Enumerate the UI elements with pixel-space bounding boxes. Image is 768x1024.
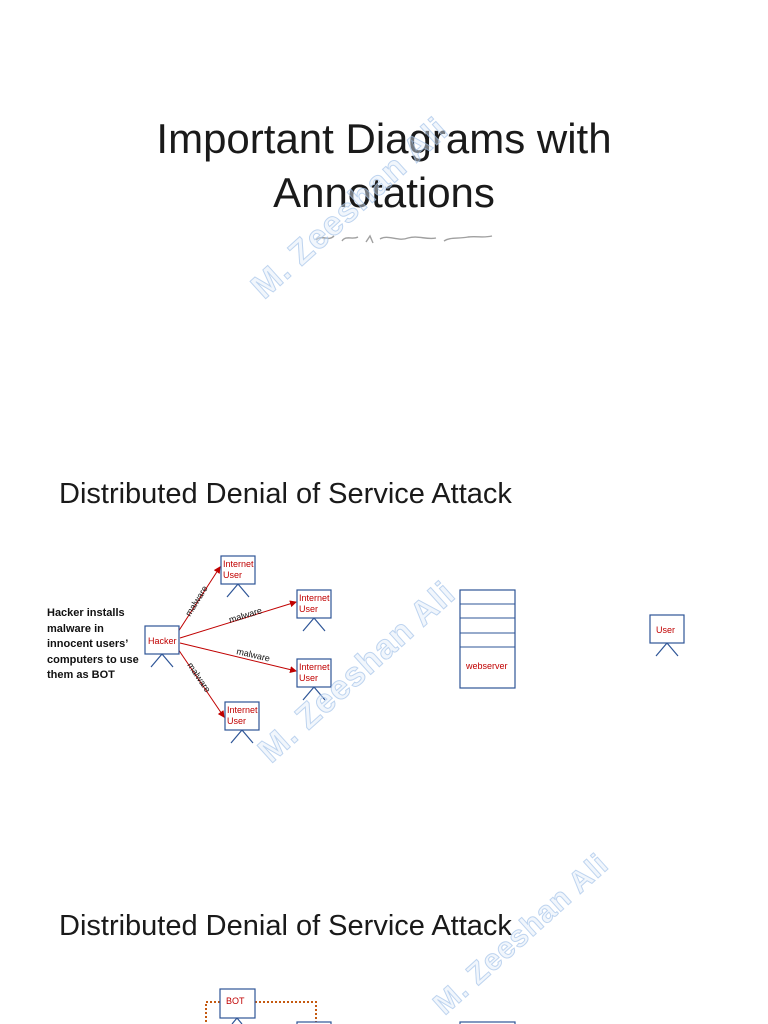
user-node: User (649, 614, 685, 657)
internet-user-label-2: User (227, 716, 246, 726)
arrow-to-user-4 (177, 648, 225, 718)
internet-user-label-2: User (299, 604, 318, 614)
internet-user-label-1: Internet (223, 559, 254, 569)
title-slide: Important Diagrams with Annotations M. Z… (0, 0, 768, 440)
internet-user-node: Internet User (296, 589, 332, 632)
partial-webserver-node (459, 1021, 516, 1024)
arrow-to-user-2 (179, 600, 297, 639)
title-line-1: Important Diagrams with (156, 115, 612, 162)
bot-node: BOT (219, 988, 256, 1024)
hacker-annotation: Hacker installs malware in innocent user… (47, 607, 139, 681)
section-title: Distributed Denial of Service Attack (59, 478, 512, 510)
user-label: User (656, 625, 675, 635)
edge-label-malware: malware (185, 661, 212, 695)
internet-user-label-1: Internet (299, 662, 330, 672)
ddos-diagram: malware malware malware malware Hacker I… (144, 555, 685, 744)
title-line-2: Annotations (273, 169, 495, 216)
slide-title: Important Diagrams with Annotations (0, 112, 768, 220)
hacker-node: Hacker (144, 625, 180, 668)
internet-user-node: Internet User (220, 555, 256, 598)
bot-dotted-link (205, 1001, 220, 1024)
internet-user-label-2: User (223, 570, 242, 580)
arrow-to-user-3 (179, 642, 297, 673)
hacker-label: Hacker (148, 636, 177, 646)
edge-label-malware: malware (183, 584, 210, 618)
handwritten-signature (315, 234, 493, 244)
ddos-bot-diagram: BOT (205, 988, 516, 1024)
ddos-slide-2: Distributed Denial of Service Attack BOT… (0, 847, 768, 1024)
internet-user-label-2: User (299, 673, 318, 683)
partial-node (296, 1021, 332, 1024)
edge-label-malware: malware (228, 605, 263, 625)
ddos-slide-1: Distributed Denial of Service Attack Hac… (0, 440, 768, 880)
webserver-node: webserver (459, 589, 516, 689)
bot-label: BOT (226, 996, 245, 1006)
bot-dotted-link (255, 1001, 317, 1024)
arrow-to-user-1 (177, 566, 221, 633)
internet-user-label-1: Internet (299, 593, 330, 603)
section-title: Distributed Denial of Service Attack (59, 910, 512, 942)
malware-arrows (177, 566, 297, 718)
webserver-label: webserver (465, 661, 508, 671)
internet-user-node: Internet User (296, 658, 332, 701)
internet-user-node: Internet User (224, 701, 260, 744)
internet-user-label-1: Internet (227, 705, 258, 715)
